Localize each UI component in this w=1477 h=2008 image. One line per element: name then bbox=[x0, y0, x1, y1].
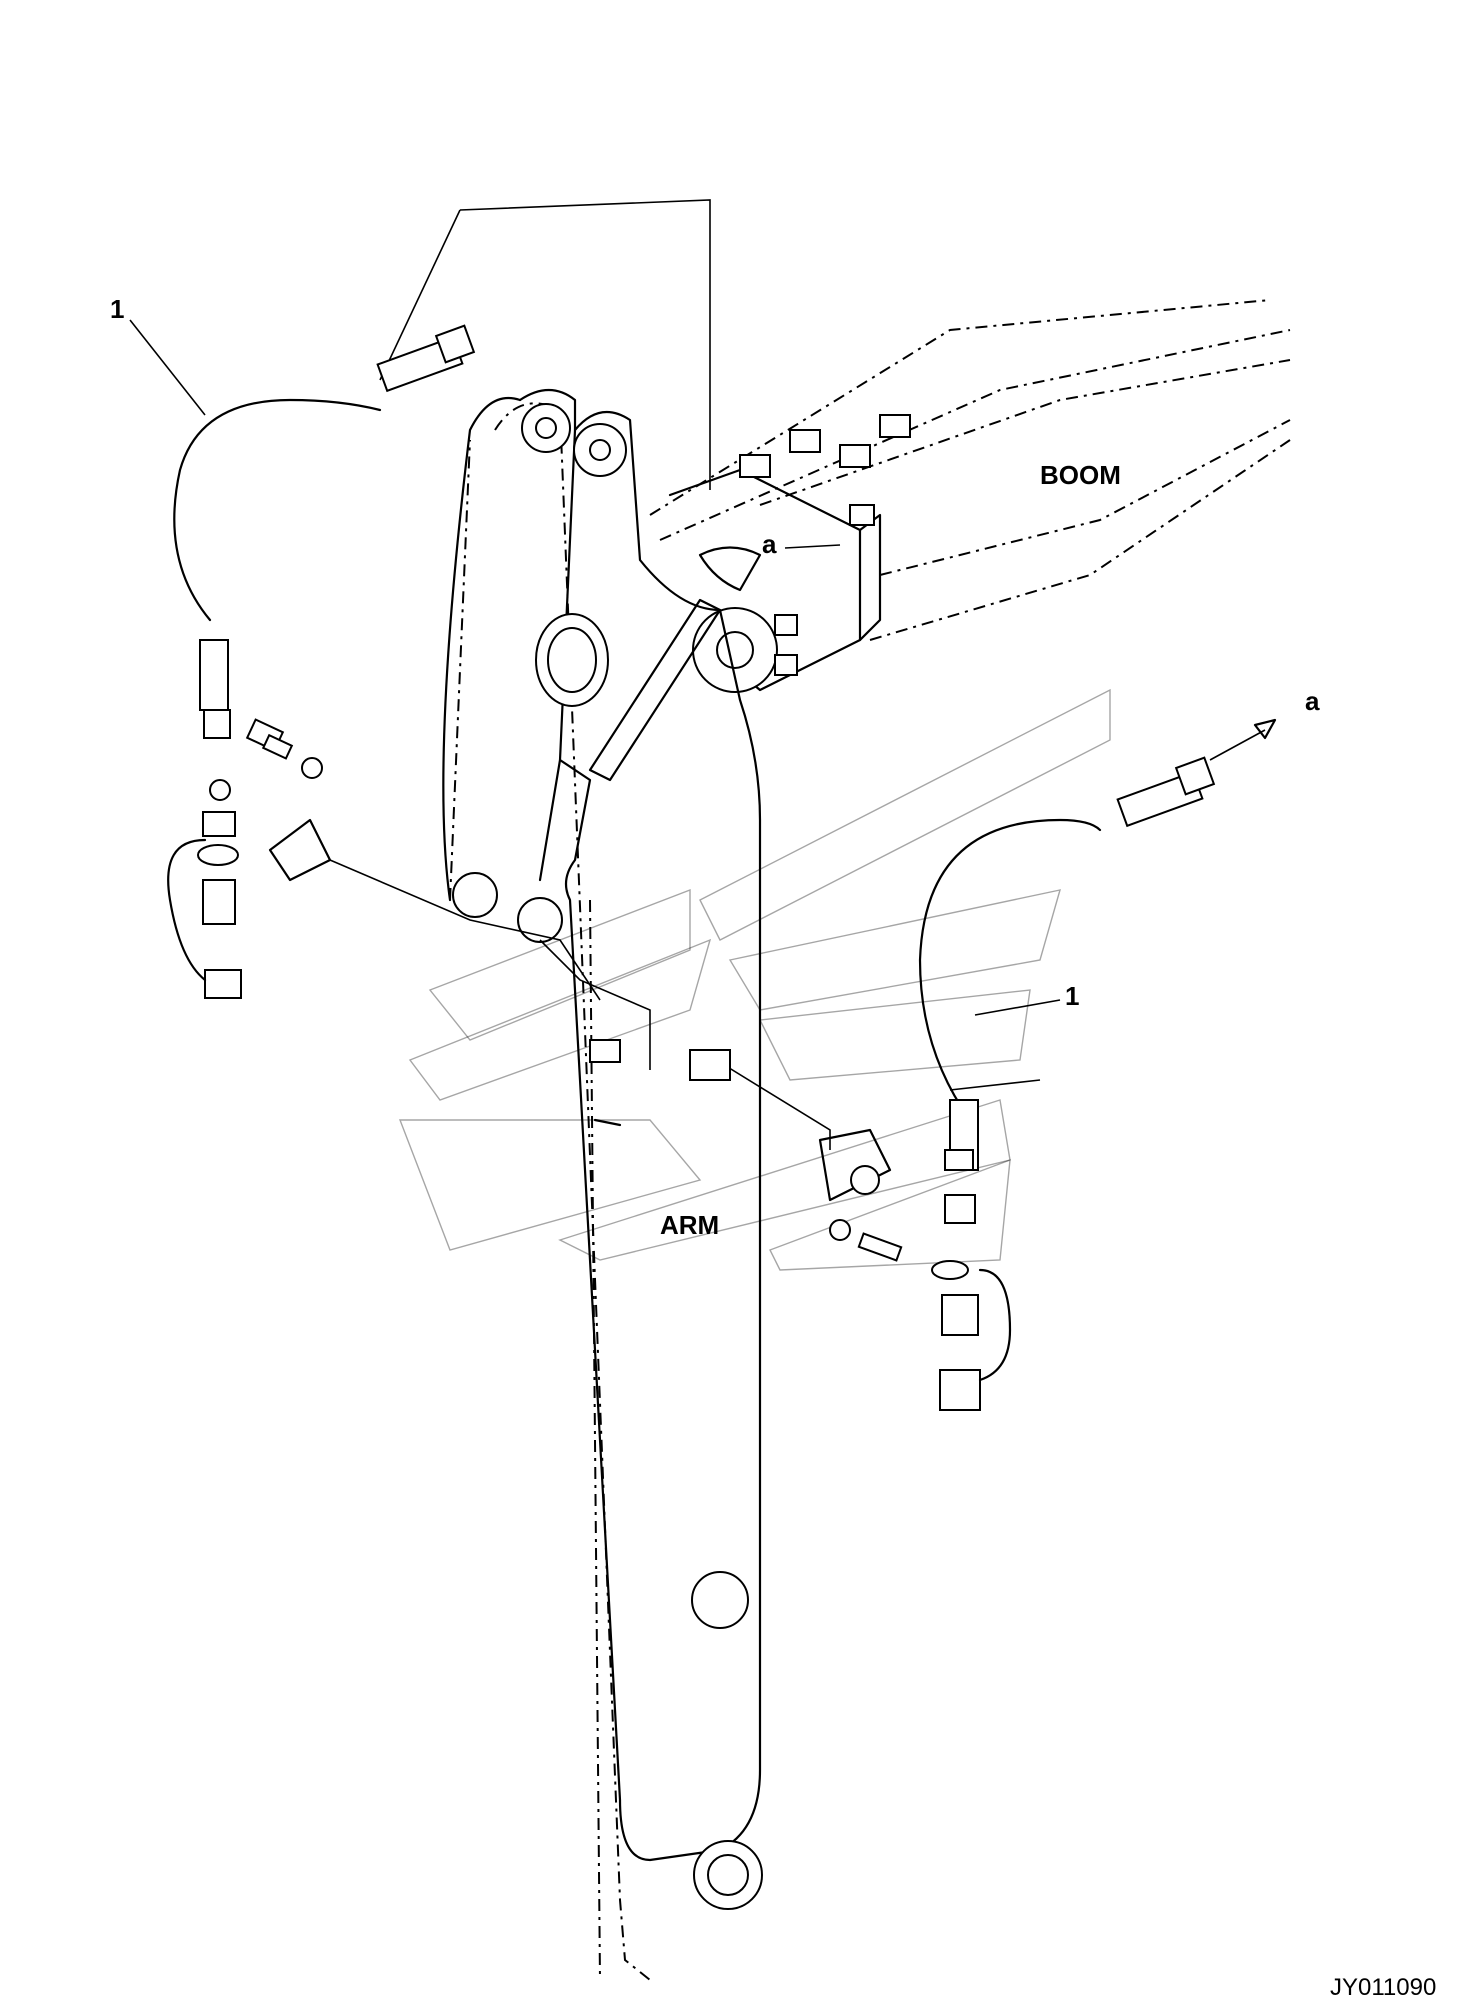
boom-label: BOOM bbox=[1040, 460, 1121, 490]
right-hose-assembly bbox=[689, 718, 1277, 1411]
left-hose-assembly bbox=[167, 199, 711, 1070]
leader-line-a-upper bbox=[784, 544, 841, 549]
callout-a-upper: a bbox=[762, 529, 777, 559]
arm-outline bbox=[442, 388, 763, 1981]
figure-code: JY011090 bbox=[1330, 1974, 1436, 2001]
boom-outline bbox=[649, 299, 1291, 693]
watermark-logo bbox=[398, 688, 1111, 1271]
callout-a-right: a bbox=[1305, 686, 1320, 716]
callout-1-left: 1 bbox=[110, 294, 124, 324]
callout-1-right: 1 bbox=[1065, 981, 1079, 1011]
leader-line-1-left bbox=[129, 319, 206, 416]
arm-label: ARM bbox=[660, 1210, 719, 1240]
leader-line-1-right bbox=[974, 999, 1061, 1016]
